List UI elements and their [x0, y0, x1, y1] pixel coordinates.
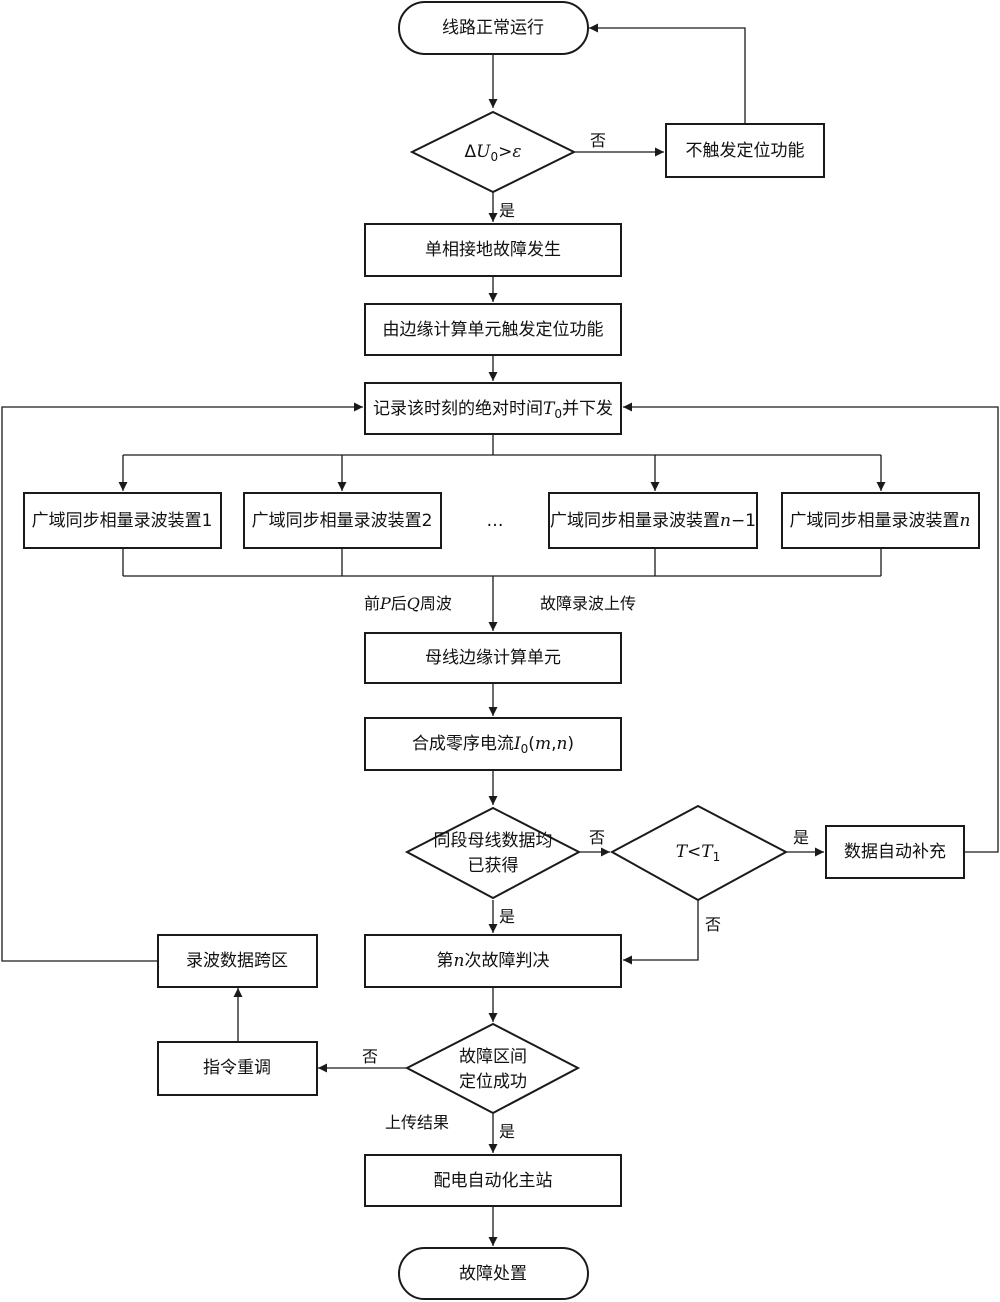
- edge-crosszone-loop: [1, 402, 363, 962]
- judge-text: 第n次故障判决: [437, 951, 550, 971]
- label-yes-3: 是: [499, 907, 515, 926]
- node-start: 线路正常运行: [398, 1, 589, 55]
- label-upload-result: 上传结果: [385, 1113, 449, 1132]
- svg-text:同段母线数据均: 同段母线数据均: [434, 831, 553, 851]
- nodes: 线路正常运行 ΔU0>ε 不触发定位功能 单相接地故障发生 由边缘计算单元触发定…: [23, 1, 980, 1300]
- devices-ellipsis: …: [487, 511, 504, 531]
- label-yes-1: 是: [499, 201, 515, 220]
- svg-text:故障区间: 故障区间: [459, 1047, 527, 1067]
- cond-t-text: T<T1: [676, 842, 721, 864]
- svg-text:已获得: 已获得: [468, 856, 519, 876]
- devn1-text: 广域同步相量录波装置n−1: [550, 511, 756, 531]
- svg-text:故障处置: 故障处置: [459, 1264, 527, 1284]
- edge-labels: 否 是 前P后Q周波 故障录波上传 否 是 是 否 否 上传结果 是: [362, 131, 809, 1141]
- svg-text:母线边缘计算单元: 母线边缘计算单元: [425, 648, 561, 668]
- node-record-time: 记录该时刻的绝对时间T0并下发: [364, 382, 622, 435]
- node-cond-same-bus: 同段母线数据均 已获得: [404, 806, 582, 900]
- svg-text:广域同步相量录波装置1: 广域同步相量录波装置1: [32, 511, 213, 531]
- node-no-trigger: 不触发定位功能: [665, 123, 825, 178]
- node-judge: 第n次故障判决: [364, 934, 622, 988]
- label-yes-2: 是: [793, 828, 809, 847]
- node-device-n-minus-1: 广域同步相量录波装置n−1: [548, 492, 758, 549]
- svg-text:定位成功: 定位成功: [459, 1072, 527, 1092]
- cond-du0-text: ΔU0>ε: [465, 142, 522, 164]
- edge-autofill-loop: [623, 402, 999, 853]
- svg-text:录波数据跨区: 录波数据跨区: [186, 951, 288, 971]
- devn-text: 广域同步相量录波装置n: [790, 511, 971, 531]
- node-bus-edge-unit: 母线边缘计算单元: [364, 632, 622, 684]
- node-reinstruct: 指令重调: [157, 1041, 318, 1096]
- node-end: 故障处置: [398, 1247, 589, 1300]
- svg-text:不触发定位功能: 不触发定位功能: [686, 141, 805, 161]
- label-no-3: 否: [705, 915, 721, 934]
- node-device-1: 广域同步相量录波装置1: [23, 492, 222, 549]
- svg-text:配电自动化主站: 配电自动化主站: [434, 1171, 553, 1191]
- label-upload-wave: 故障录波上传: [540, 594, 636, 613]
- node-cond-du0: ΔU0>ε: [409, 110, 577, 194]
- svg-text:广域同步相量录波装置2: 广域同步相量录波装置2: [252, 511, 433, 531]
- node-master-station: 配电自动化主站: [364, 1154, 622, 1207]
- node-fault-occurs: 单相接地故障发生: [364, 223, 622, 277]
- svg-text:单相接地故障发生: 单相接地故障发生: [425, 240, 561, 260]
- edge-notrigger-loop: [589, 23, 746, 124]
- svg-text:指令重调: 指令重调: [203, 1058, 271, 1078]
- svg-text:由边缘计算单元触发定位功能: 由边缘计算单元触发定位功能: [383, 320, 604, 340]
- label-no-4: 否: [362, 1047, 378, 1066]
- edges: [1, 23, 999, 1246]
- label-wave-range: 前P后Q周波: [364, 594, 452, 613]
- node-auto-fill: 数据自动补充: [825, 825, 965, 879]
- node-cross-zone: 录波数据跨区: [157, 934, 318, 988]
- node-device-n: 广域同步相量录波装置n: [781, 492, 980, 549]
- synth-text: 合成零序电流I0(m,n): [412, 734, 574, 756]
- edge-t-no: [623, 900, 699, 965]
- node-synth-current: 合成零序电流I0(m,n): [364, 717, 622, 771]
- record-time-text: 记录该时刻的绝对时间T0并下发: [373, 399, 613, 421]
- node-edge-trigger: 由边缘计算单元触发定位功能: [364, 303, 622, 356]
- node-cond-t: T<T1: [609, 804, 789, 902]
- node-device-2: 广域同步相量录波装置2: [243, 492, 442, 549]
- label-yes-4: 是: [499, 1122, 515, 1141]
- svg-text:数据自动补充: 数据自动补充: [844, 842, 946, 862]
- label-no-1: 否: [590, 131, 606, 150]
- node-cond-location: 故障区间 定位成功: [404, 1022, 581, 1115]
- label-no-2: 否: [589, 828, 605, 847]
- svg-text:线路正常运行: 线路正常运行: [442, 18, 544, 38]
